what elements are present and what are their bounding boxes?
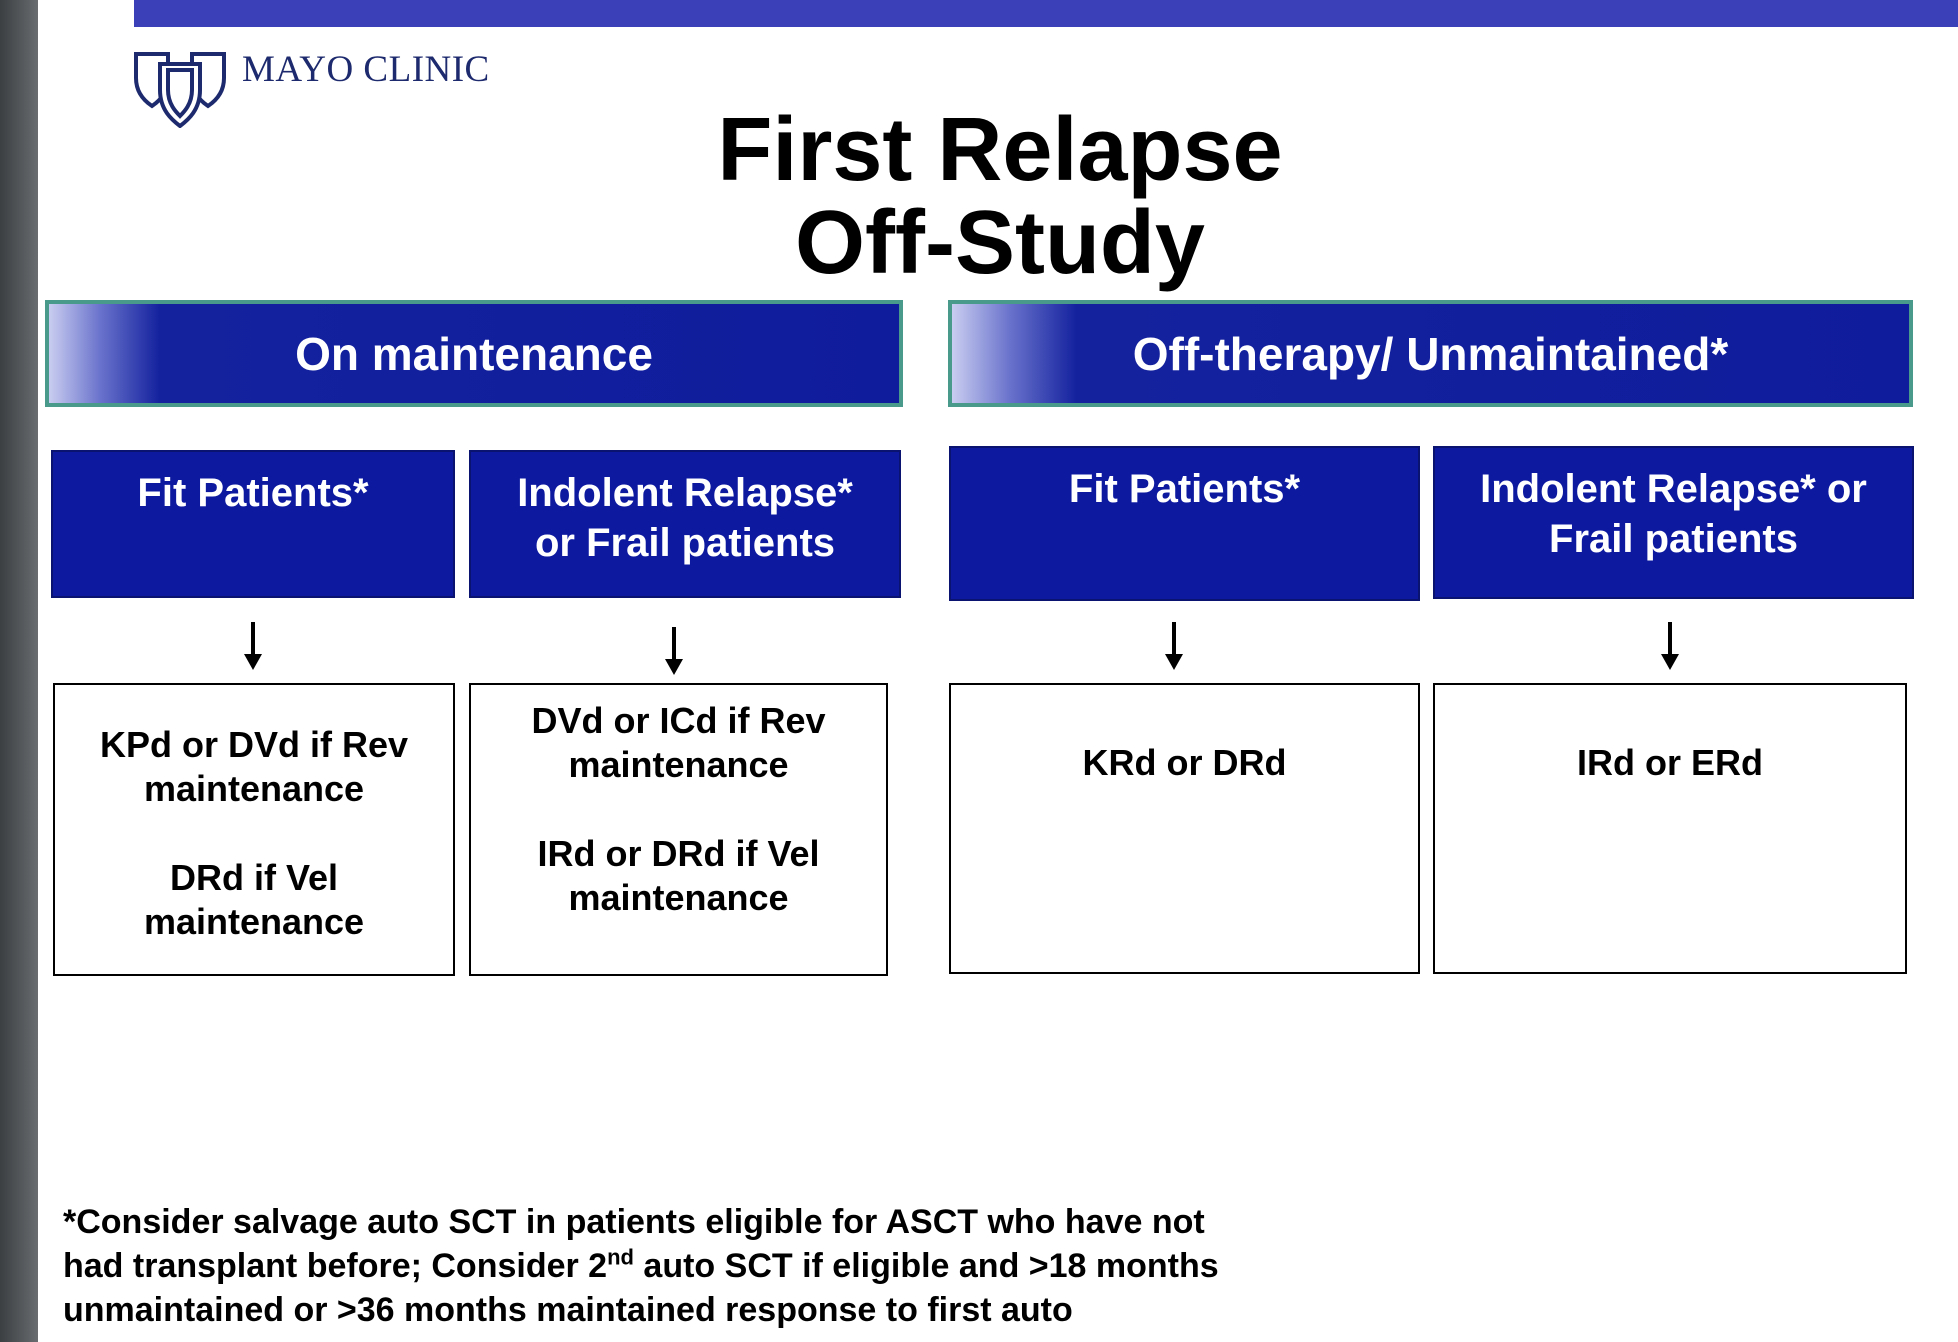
top-accent-bar: [134, 0, 1958, 27]
category-label-line: Frail patients: [1549, 517, 1798, 561]
result-line: maintenance: [143, 900, 365, 942]
down-arrow-icon: [243, 622, 263, 672]
result-line: maintenance: [143, 768, 365, 810]
category-indolent-frail-maintenance: Indolent Relapse* or Frail patients: [469, 450, 901, 598]
result-line: DRd if Vel: [169, 856, 339, 898]
down-arrow-icon: [1660, 622, 1680, 672]
result-line: maintenance: [568, 744, 789, 786]
result-box-fit-maintenance: KPd or DVd if Rev maintenance DRd if Vel…: [53, 683, 455, 976]
result-line: DVd or ICd if Rev: [531, 700, 826, 741]
footnote-text: had transplant before; Consider 2: [63, 1247, 608, 1285]
header-off-therapy: Off-therapy/ Unmaintained*: [948, 300, 1913, 407]
down-arrow-icon: [664, 627, 684, 677]
mayo-clinic-logo: MAYO CLINIC: [132, 48, 490, 128]
result-box-indolent-maintenance: DVd or ICd if Rev maintenance IRd or DRd…: [469, 683, 888, 976]
mayo-shield-icon: [134, 52, 226, 128]
footnote-line: had transplant before; Consider 2nd auto…: [63, 1244, 1463, 1288]
category-label: Fit Patients*: [1068, 467, 1301, 511]
result-line: IRd or ERd: [1577, 742, 1763, 783]
category-label-line: Indolent Relapse* or: [1480, 467, 1867, 511]
footnote-superscript: nd: [607, 1244, 634, 1270]
category-label-line: or Frail patients: [534, 521, 836, 565]
footnote: *Consider salvage auto SCT in patients e…: [63, 1200, 1463, 1332]
result-line: KPd or DVd if Rev: [99, 724, 409, 765]
page-title-line-2: Off-Study: [795, 193, 1205, 293]
category-label-line: Indolent Relapse*: [517, 471, 853, 515]
logo-text: MAYO CLINIC: [242, 49, 490, 90]
page-title-line-1: First Relapse: [717, 100, 1283, 200]
result-box-fit-unmaintained: KRd or DRd: [949, 683, 1420, 974]
category-fit-patients-unmaintained: Fit Patients*: [949, 446, 1420, 601]
category-indolent-frail-unmaintained: Indolent Relapse* or Frail patients: [1433, 446, 1914, 599]
footnote-line: unmaintained or >36 months maintained re…: [63, 1291, 1073, 1329]
result-line: maintenance: [568, 876, 789, 918]
header-on-maintenance: On maintenance: [45, 300, 903, 407]
category-label: Fit Patients*: [137, 471, 369, 515]
result-box-indolent-unmaintained: IRd or ERd: [1433, 683, 1907, 974]
down-arrow-icon: [1164, 622, 1184, 672]
footnote-line: *Consider salvage auto SCT in patients e…: [63, 1203, 1205, 1241]
header-label: Off-therapy/ Unmaintained*: [1132, 327, 1729, 380]
footnote-text: auto SCT if eligible and >18 months: [633, 1247, 1219, 1285]
result-line: IRd or DRd if Vel: [537, 832, 820, 874]
header-label: On maintenance: [295, 327, 653, 380]
result-line: KRd or DRd: [1082, 742, 1287, 783]
left-edge-strip: [0, 0, 38, 1342]
category-fit-patients-maintenance: Fit Patients*: [51, 450, 455, 598]
